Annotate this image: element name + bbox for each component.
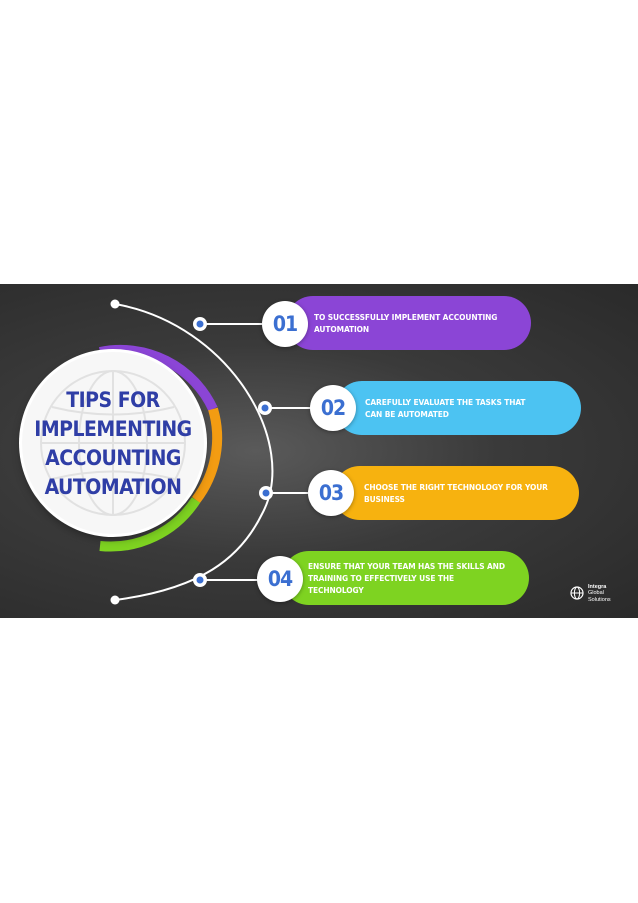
logo-text: Integra Global Solutions: [588, 584, 611, 603]
title-line: ACCOUNTING: [45, 446, 181, 470]
tip-2-text: CAREFULLY EVALUATE THE TASKS THAT CAN BE…: [365, 397, 526, 419]
company-logo: Integra Global Solutions: [570, 584, 611, 603]
tip-3-banner: CHOOSE THE RIGHT TECHNOLOGY FOR YOUR BUS…: [333, 466, 579, 520]
logo-line: Solutions: [588, 596, 611, 603]
tip-4-banner: ENSURE THAT YOUR TEAM HAS THE SKILLS AND…: [282, 551, 529, 605]
infographic-title: TIPS FOR IMPLEMENTING ACCOUNTING AUTOMAT…: [22, 386, 204, 502]
tip-1-banner: TO SUCCESSFULLY IMPLEMENT ACCOUNTING AUT…: [286, 296, 531, 350]
tip-4-text: ENSURE THAT YOUR TEAM HAS THE SKILLS AND…: [308, 561, 505, 595]
title-line: IMPLEMENTING: [34, 417, 192, 441]
tip-2-number: 02: [310, 385, 356, 431]
logo-line: Integra: [588, 584, 607, 590]
tip-4-number: 04: [257, 556, 303, 602]
globe-icon: [570, 586, 584, 601]
title-circle: TIPS FOR IMPLEMENTING ACCOUNTING AUTOMAT…: [22, 352, 204, 534]
infographic: TIPS FOR IMPLEMENTING ACCOUNTING AUTOMAT…: [0, 284, 638, 618]
tip-2-banner: CAREFULLY EVALUATE THE TASKS THAT CAN BE…: [335, 381, 581, 435]
tip-1-text: TO SUCCESSFULLY IMPLEMENT ACCOUNTING AUT…: [314, 312, 498, 334]
title-line: TIPS FOR: [66, 388, 160, 412]
tip-3-text: CHOOSE THE RIGHT TECHNOLOGY FOR YOUR BUS…: [364, 482, 548, 504]
globe-watermark-icon: [40, 370, 186, 516]
tip-1-number: 01: [262, 301, 308, 347]
connector-lines: [98, 299, 312, 605]
title-line: AUTOMATION: [44, 475, 182, 499]
tip-3-number: 03: [308, 470, 354, 516]
logo-line: Global: [588, 590, 604, 597]
